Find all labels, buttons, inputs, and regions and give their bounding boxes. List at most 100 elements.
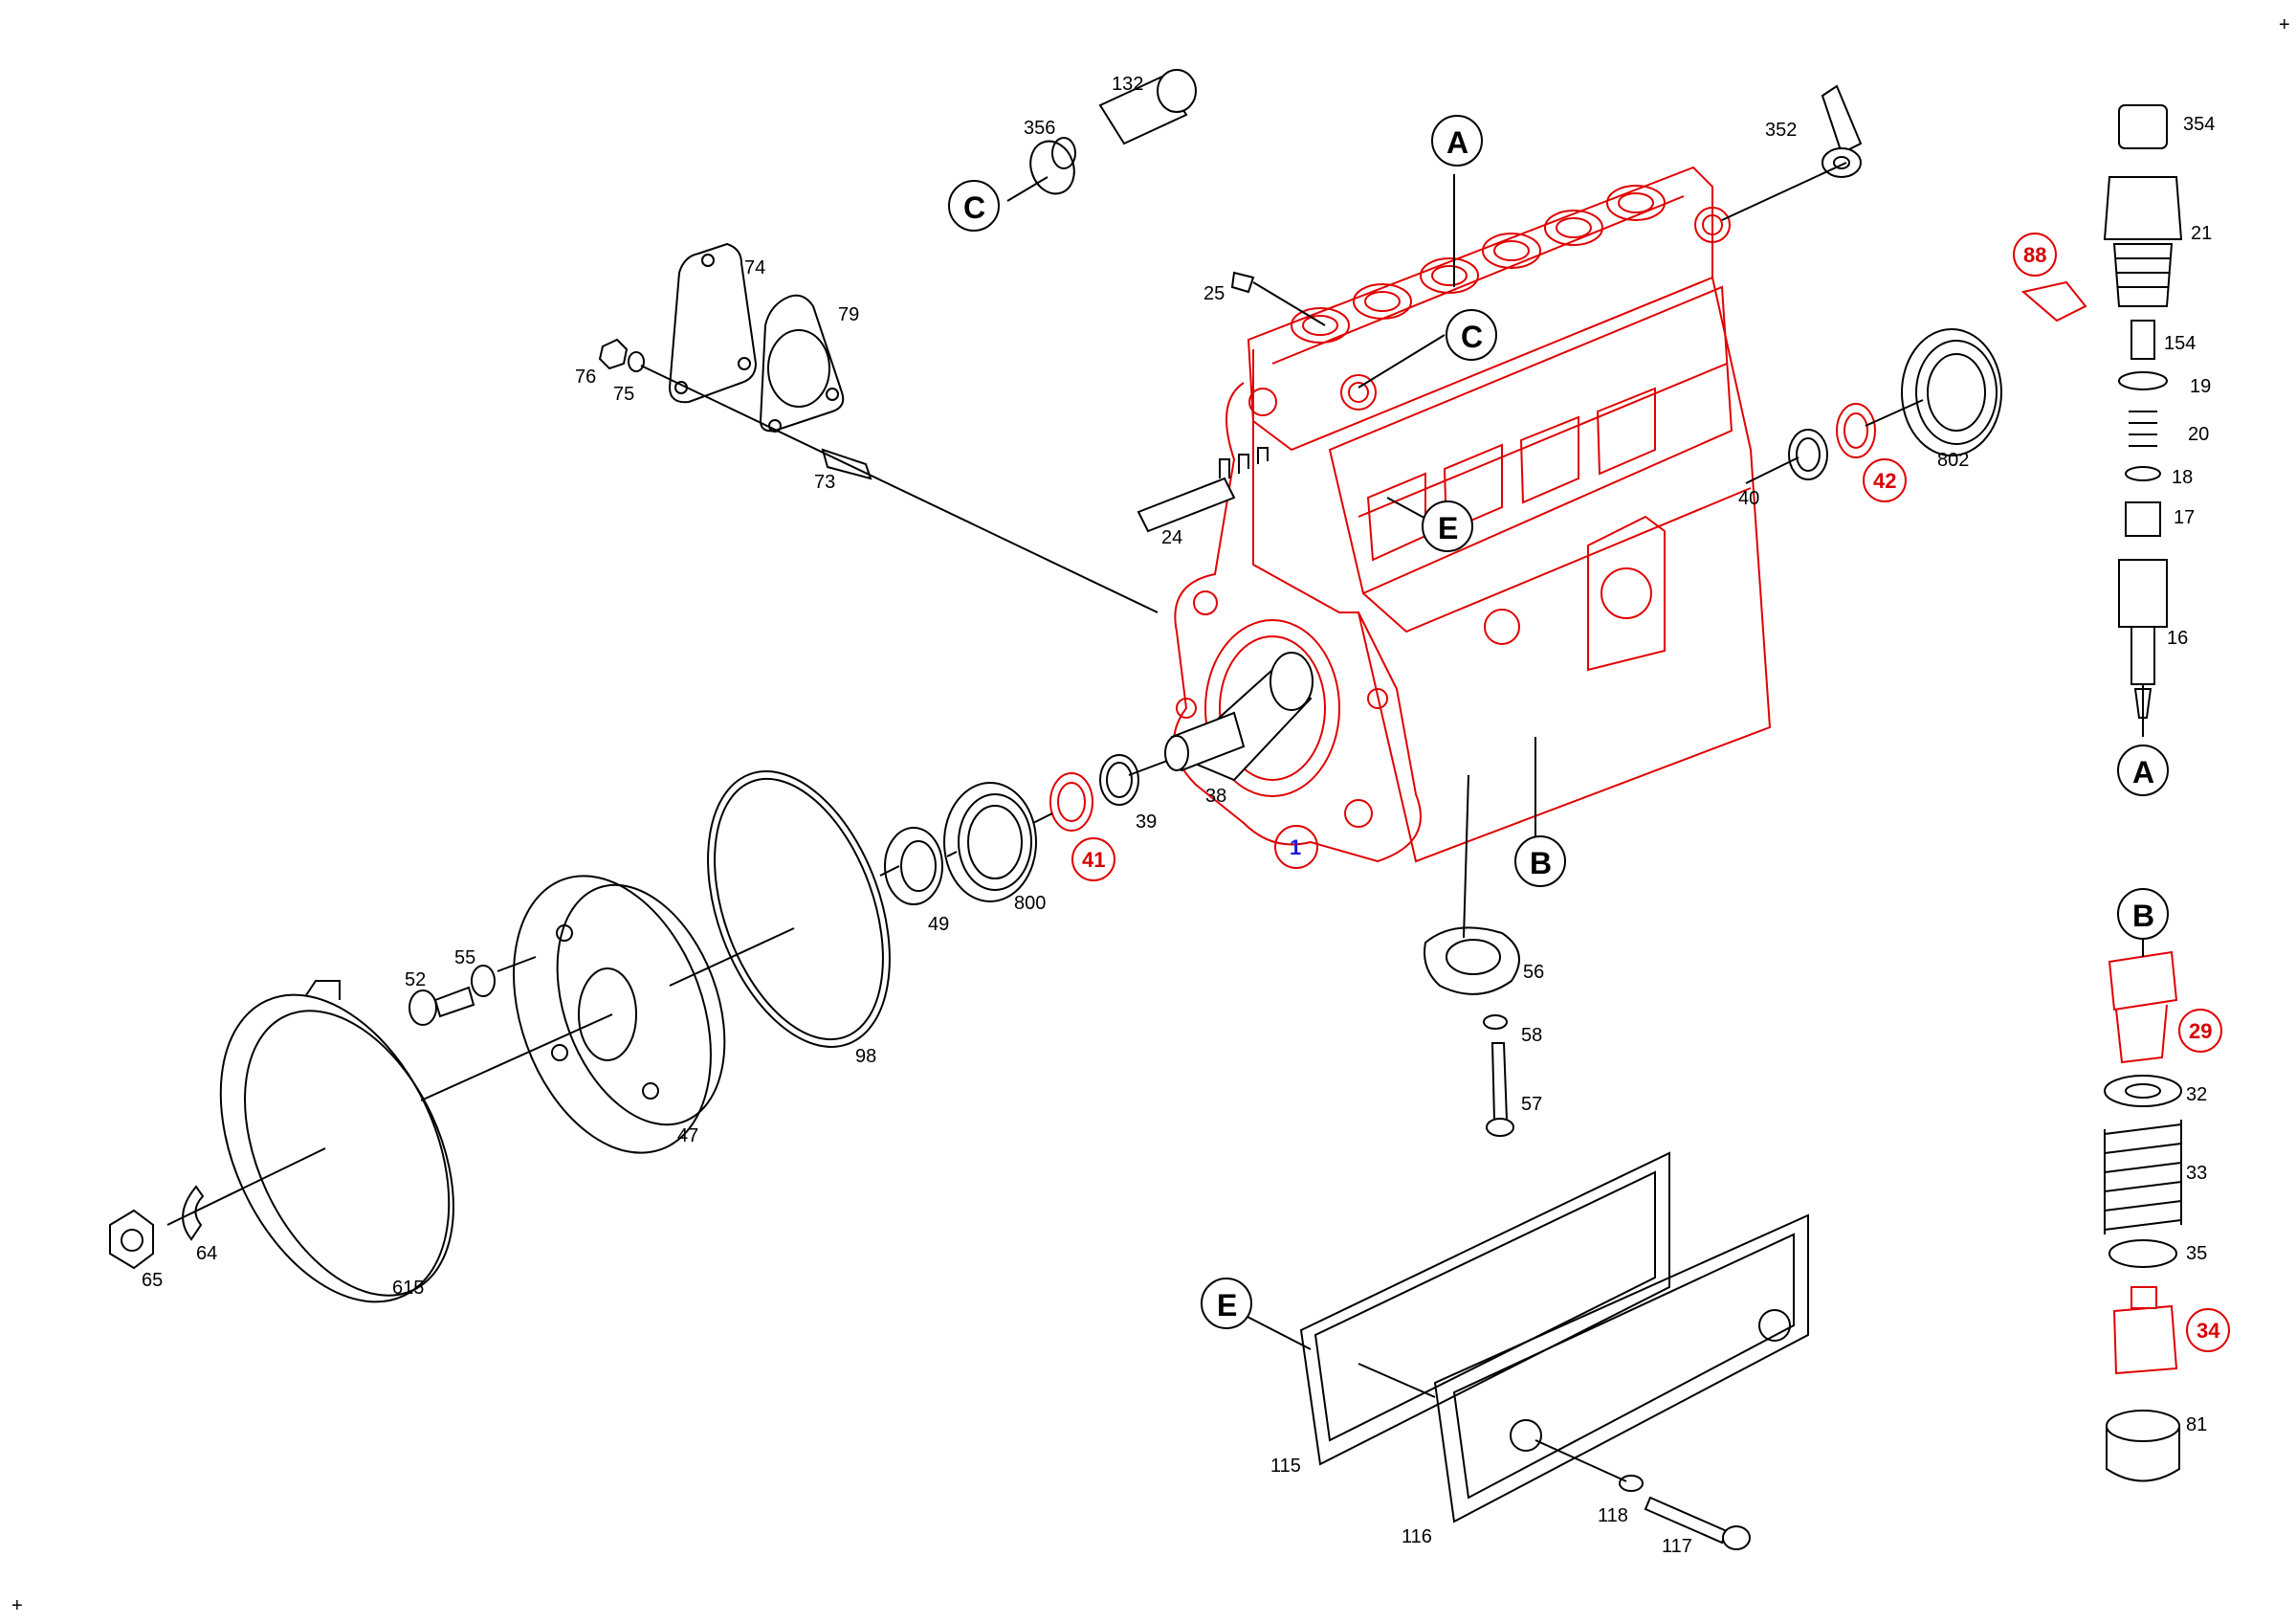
svg-text:356: 356 [1024,118,1055,139]
screw-washer[interactable] [471,965,496,997]
svg-text:52: 52 [405,969,426,990]
shaft-seal[interactable] [884,827,943,905]
drive-shaft[interactable] [1164,652,1314,782]
svg-text:115: 115 [1270,1456,1301,1477]
front-bearing[interactable] [943,782,1037,902]
callout-e-housing: E [1422,500,1473,552]
cover-nut[interactable] [598,338,645,372]
svg-text:33: 33 [2186,1163,2207,1184]
svg-text:116: 116 [1402,1526,1432,1547]
corner-mark-bottom-left: + [11,1595,23,1616]
svg-text:98: 98 [855,1046,876,1067]
svg-text:24: 24 [1161,527,1182,548]
callout-c-housing: C [1446,309,1497,361]
callout-e-bottom: E [1201,1278,1252,1329]
front-ring[interactable] [1099,754,1139,806]
rear-bearing[interactable] [1901,328,2002,456]
cap-screw[interactable] [1490,1042,1509,1121]
svg-text:55: 55 [454,947,475,968]
svg-text:1: 1 [1290,835,1301,859]
roller-tappet[interactable] [2112,1286,2178,1375]
svg-text:34: 34 [2197,1319,2220,1343]
inspection-gasket[interactable] [1299,1151,1670,1466]
label-circle-42: 42 [1863,458,1907,502]
banjo-fitting[interactable] [1821,84,1863,178]
plug-132[interactable] [1098,69,1197,145]
svg-text:47: 47 [677,1125,698,1146]
label-circle-41: 41 [1071,837,1115,881]
plunger-spring[interactable] [2104,1120,2182,1234]
callout-c-top: C [948,180,1000,232]
svg-text:42: 42 [1873,469,1896,493]
svg-text:19: 19 [2190,376,2211,397]
o-ring[interactable] [673,746,924,1072]
cover-plate-79[interactable] [759,294,845,433]
svg-text:35: 35 [2186,1243,2207,1264]
svg-text:117: 117 [1662,1536,1692,1557]
svg-text:118: 118 [1598,1505,1628,1526]
svg-text:21: 21 [2191,223,2212,244]
svg-text:E: E [1438,511,1458,545]
svg-text:40: 40 [1738,488,1759,509]
inspection-cover[interactable] [1433,1213,1809,1523]
svg-text:800: 800 [1014,893,1046,914]
lock-clip[interactable] [2020,280,2087,322]
svg-text:C: C [1461,320,1483,354]
svg-text:A: A [2132,755,2154,789]
shaft-nut[interactable] [109,1209,154,1270]
svg-text:20: 20 [2188,424,2209,445]
svg-text:38: 38 [1205,786,1226,807]
rear-shim-42[interactable] [1836,403,1876,458]
flange-plate[interactable] [477,849,755,1181]
svg-text:354: 354 [2183,114,2215,135]
pump-housing[interactable] [1173,166,1772,863]
label-circle-34: 34 [2186,1308,2230,1352]
control-rack[interactable] [1137,477,1236,533]
svg-text:C: C [963,190,985,225]
svg-text:49: 49 [928,914,949,935]
bearing-cap[interactable] [1424,926,1520,995]
callout-b-housing: B [1514,835,1566,887]
label-circle-29: 29 [2178,1009,2222,1053]
svg-text:615: 615 [392,1278,424,1299]
cap-washer[interactable] [1483,1014,1508,1030]
delivery-valve-assembly[interactable] [2103,104,2183,719]
callout-a-top: A [1431,115,1483,167]
svg-text:25: 25 [1203,283,1225,304]
svg-text:65: 65 [142,1270,163,1291]
housing-screw[interactable] [1230,271,1255,294]
svg-text:B: B [2132,899,2154,933]
control-sleeve[interactable] [2108,950,2178,1064]
leader-lines [166,162,2144,1482]
spring-seat-upper[interactable] [2104,1075,2182,1107]
svg-text:88: 88 [2023,243,2046,267]
svg-text:352: 352 [1765,120,1797,141]
svg-text:154: 154 [2164,333,2196,354]
svg-text:76: 76 [575,367,596,388]
lock-washer[interactable] [182,1185,205,1241]
label-circle-1: 1 [1274,825,1318,869]
front-shim[interactable] [1049,772,1093,832]
svg-text:74: 74 [744,257,765,278]
corner-mark-top-right: + [2279,14,2290,35]
cover-gasket-74[interactable] [668,242,758,404]
outlet-ports [1291,185,1666,344]
svg-text:73: 73 [814,472,835,493]
svg-text:132: 132 [1112,74,1143,95]
callout-a-right: A [2117,745,2169,796]
svg-text:A: A [1446,125,1468,160]
cover-washer[interactable] [1619,1475,1644,1492]
rear-ring-40[interactable] [1788,429,1828,480]
svg-text:32: 32 [2186,1084,2207,1105]
svg-text:B: B [1530,846,1552,880]
tappet-cup[interactable] [2106,1410,2180,1482]
cover-bolt[interactable] [1644,1496,1729,1545]
label-circle-88: 88 [2013,233,2057,277]
bushing-356[interactable] [1024,135,1081,200]
cover-screw[interactable] [408,986,475,1026]
svg-text:58: 58 [1521,1025,1542,1046]
spring-seat-lower[interactable] [2108,1239,2177,1268]
drive-cover-ring[interactable] [175,959,496,1339]
part-number-labels: 132 356 74 79 76 75 73 25 24 352 40 802 … [142,74,2215,1557]
